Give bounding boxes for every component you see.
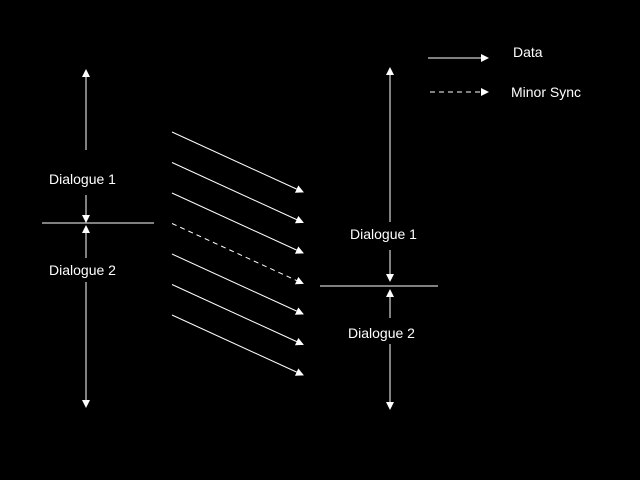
- left-dialogue-2-label: Dialogue 2: [49, 262, 116, 278]
- legend-data-label: Data: [513, 44, 543, 60]
- data-transfer-arrow: [171, 131, 304, 193]
- left-timeline: [42, 69, 154, 408]
- data-transfer-arrow: [171, 192, 304, 254]
- left-dialogue-1-label: Dialogue 1: [49, 171, 116, 187]
- data-transfer-arrow: [171, 314, 304, 376]
- right-dialogue-2-label: Dialogue 2: [348, 325, 415, 341]
- data-transfer-arrow: [171, 284, 304, 346]
- right-timeline: [320, 67, 438, 410]
- transfer-arrows: [171, 131, 304, 376]
- data-transfer-arrow: [171, 162, 304, 224]
- legend-minor-sync-label: Minor Sync: [511, 84, 582, 100]
- data-transfer-arrow: [171, 253, 304, 315]
- minor-sync-arrow: [171, 223, 304, 285]
- right-dialogue-1-label: Dialogue 1: [350, 226, 417, 242]
